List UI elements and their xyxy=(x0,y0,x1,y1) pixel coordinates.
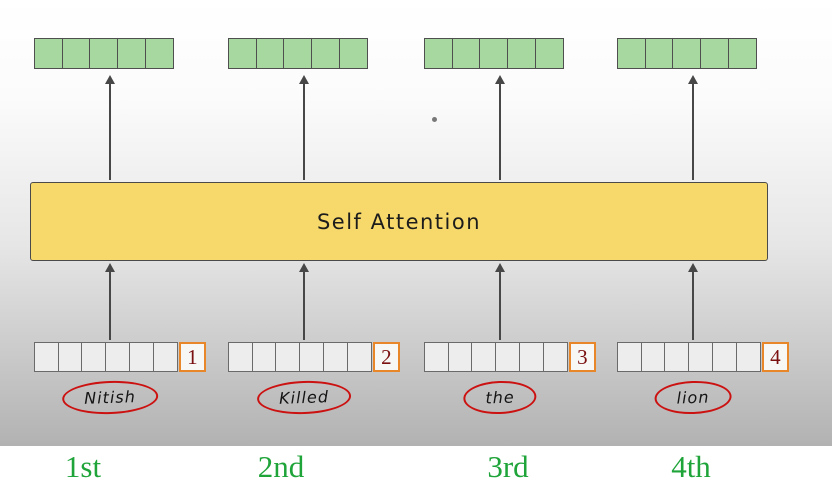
vector-cell xyxy=(81,342,107,372)
vector-cell xyxy=(640,342,666,372)
vector-cell xyxy=(57,342,83,372)
ordinal-label-4: 4th xyxy=(671,449,711,484)
vector-cell xyxy=(323,342,349,372)
vector-cell xyxy=(346,342,372,372)
word-circle-4: lion xyxy=(654,379,732,416)
vector-cell xyxy=(339,38,369,69)
input-vector-3: 3 xyxy=(423,342,596,372)
input-vector-2: 2 xyxy=(227,342,400,372)
output-vector-4 xyxy=(616,38,758,69)
position-badge-3: 3 xyxy=(568,342,596,372)
output-vector-2 xyxy=(227,38,369,69)
up-arrow-icon xyxy=(685,263,701,340)
vector-cell xyxy=(423,38,453,69)
output-vector-3 xyxy=(423,38,565,69)
vector-cell xyxy=(227,38,257,69)
position-badge-2: 2 xyxy=(372,342,400,372)
vector-cell xyxy=(542,342,568,372)
vector-cell xyxy=(33,38,63,69)
word-circle-2: Killed xyxy=(256,379,352,416)
vector-cell xyxy=(255,38,285,69)
vector-cell xyxy=(145,38,175,69)
up-arrow-icon xyxy=(296,75,312,180)
vector-cell xyxy=(251,342,277,372)
vector-cell xyxy=(61,38,91,69)
vector-cell xyxy=(33,342,59,372)
vector-cell xyxy=(129,342,155,372)
ordinal-label-2: 2nd xyxy=(257,449,305,484)
vector-cell xyxy=(664,342,690,372)
vector-cell xyxy=(712,342,738,372)
vector-cell xyxy=(616,342,642,372)
vector-cell xyxy=(507,38,537,69)
up-arrow-icon xyxy=(296,263,312,340)
up-arrow-icon xyxy=(102,263,118,340)
vector-cell xyxy=(227,342,253,372)
vector-cell xyxy=(451,38,481,69)
position-badge-1: 1 xyxy=(178,342,206,372)
vector-cell xyxy=(283,38,313,69)
self-attention-label: Self Attention xyxy=(316,209,482,234)
token-column-4: 4 lion xyxy=(613,0,798,503)
word-label: Killed xyxy=(278,387,330,408)
word-label: Nitish xyxy=(83,387,137,408)
vector-cell xyxy=(423,342,449,372)
stray-dot xyxy=(432,117,437,122)
vector-cell xyxy=(519,342,545,372)
word-label: the xyxy=(485,387,515,408)
position-badge-4: 4 xyxy=(761,342,789,372)
vector-cell xyxy=(535,38,565,69)
token-column-3: 3 the xyxy=(420,0,605,503)
up-arrow-icon xyxy=(102,75,118,180)
input-vector-1: 1 xyxy=(33,342,206,372)
up-arrow-icon xyxy=(685,75,701,180)
vector-cell xyxy=(644,38,674,69)
token-column-2: 2 Killed xyxy=(224,0,409,503)
vector-cell xyxy=(688,342,714,372)
up-arrow-icon xyxy=(492,263,508,340)
input-vector-4: 4 xyxy=(616,342,789,372)
vector-cell xyxy=(495,342,521,372)
vector-cell xyxy=(735,342,761,372)
vector-cell xyxy=(672,38,702,69)
vector-cell xyxy=(105,342,131,372)
vector-cell xyxy=(616,38,646,69)
vector-cell xyxy=(311,38,341,69)
vector-cell xyxy=(275,342,301,372)
vector-cell xyxy=(700,38,730,69)
self-attention-box: Self Attention xyxy=(30,182,768,261)
vector-cell xyxy=(479,38,509,69)
ordinal-label-1: 1st xyxy=(64,449,102,484)
word-circle-3: the xyxy=(462,379,538,416)
vector-cell xyxy=(89,38,119,69)
word-circle-1: Nitish xyxy=(61,379,159,416)
vector-cell xyxy=(152,342,178,372)
token-column-1: 1 Nitish xyxy=(30,0,215,503)
up-arrow-icon xyxy=(492,75,508,180)
ordinal-label-3: 3rd xyxy=(487,449,529,484)
vector-cell xyxy=(447,342,473,372)
vector-cell xyxy=(299,342,325,372)
vector-cell xyxy=(117,38,147,69)
output-vector-1 xyxy=(33,38,175,69)
word-label: lion xyxy=(676,387,710,408)
vector-cell xyxy=(728,38,758,69)
vector-cell xyxy=(471,342,497,372)
